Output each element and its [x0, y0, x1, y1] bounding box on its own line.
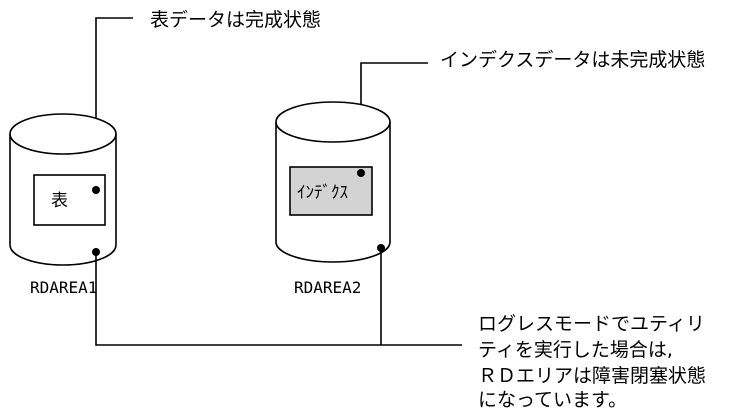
note-block: ログレスモードでユティリ ティを実行した場合は, ＲＤエリアは障害閉塞状態 にな…	[478, 313, 706, 411]
rdarea1-top-rim	[9, 133, 117, 155]
table-box-dot	[92, 186, 100, 194]
table-box-label: 表	[51, 191, 68, 211]
table-status-callout: 表データは完成状態	[150, 9, 321, 31]
note-line: ログレスモードでユティリ	[478, 313, 705, 335]
rdarea2-label: RDAREA2	[294, 278, 361, 297]
index-status-callout: インデクスデータは未完成状態	[440, 49, 705, 71]
note-line: ＲＤエリアは障害閉塞状態	[478, 365, 706, 387]
table-box	[33, 174, 106, 226]
rdarea1-connector	[95, 252, 462, 346]
index-box-label: ｲﾝﾃﾞｸｽ	[297, 183, 348, 203]
note-line: ティを実行した場合は,	[478, 339, 673, 361]
index-box-dot	[357, 169, 365, 177]
note-line: になっています。	[478, 389, 627, 411]
rdarea1-label: RDAREA1	[30, 278, 97, 297]
rdarea2-top-rim	[275, 121, 391, 143]
